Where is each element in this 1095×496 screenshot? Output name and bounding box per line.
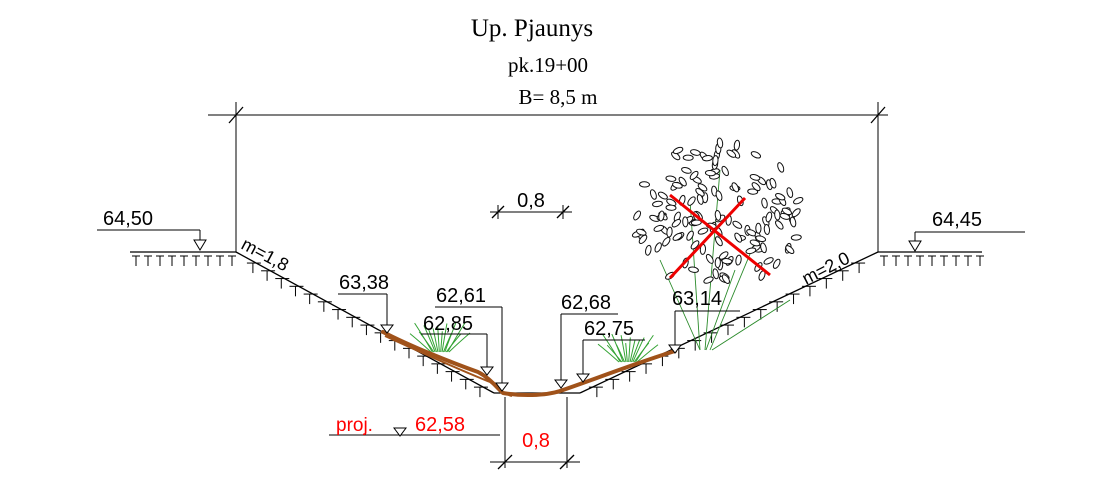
ground-profile: [130, 251, 982, 394]
inner-width-label: 0,8: [517, 190, 545, 212]
left-bank-level: 64,50: [103, 208, 153, 230]
level-markers: [338, 293, 740, 392]
ground-hatching: [132, 255, 984, 398]
level-62-61: 62,61: [436, 285, 486, 307]
section-title: Up. Pjaunys: [471, 15, 593, 42]
right-slope-label: m=2,0: [799, 248, 853, 289]
level-62-68: 62,68: [561, 292, 611, 314]
level-63-38: 63,38: [339, 272, 389, 294]
tree-to-remove-icon: [631, 137, 804, 351]
existing-bed-line: [381, 330, 677, 398]
width-dimension: [208, 102, 888, 252]
project-level-marker: [329, 427, 500, 437]
left-slope-label: m=1,8: [238, 234, 292, 275]
left-bank-level-marker: [97, 229, 207, 251]
bottom-width-dimension: [490, 397, 580, 470]
level-63-14: 63,14: [672, 288, 722, 310]
picket-label: pk.19+00: [508, 53, 588, 77]
bottom-width-label: 0,8: [522, 430, 550, 452]
level-62-75: 62,75: [584, 318, 634, 340]
right-bank-level-marker: [908, 231, 1025, 252]
inner-width-dimension: [490, 205, 572, 219]
level-62-85: 62,85: [423, 313, 473, 335]
project-prefix: proj.: [336, 415, 373, 436]
width-label: B= 8,5 m: [519, 85, 598, 109]
project-level: 62,58: [415, 414, 465, 436]
grass-vegetation: [409, 321, 659, 363]
right-bank-level: 64,45: [932, 209, 982, 231]
